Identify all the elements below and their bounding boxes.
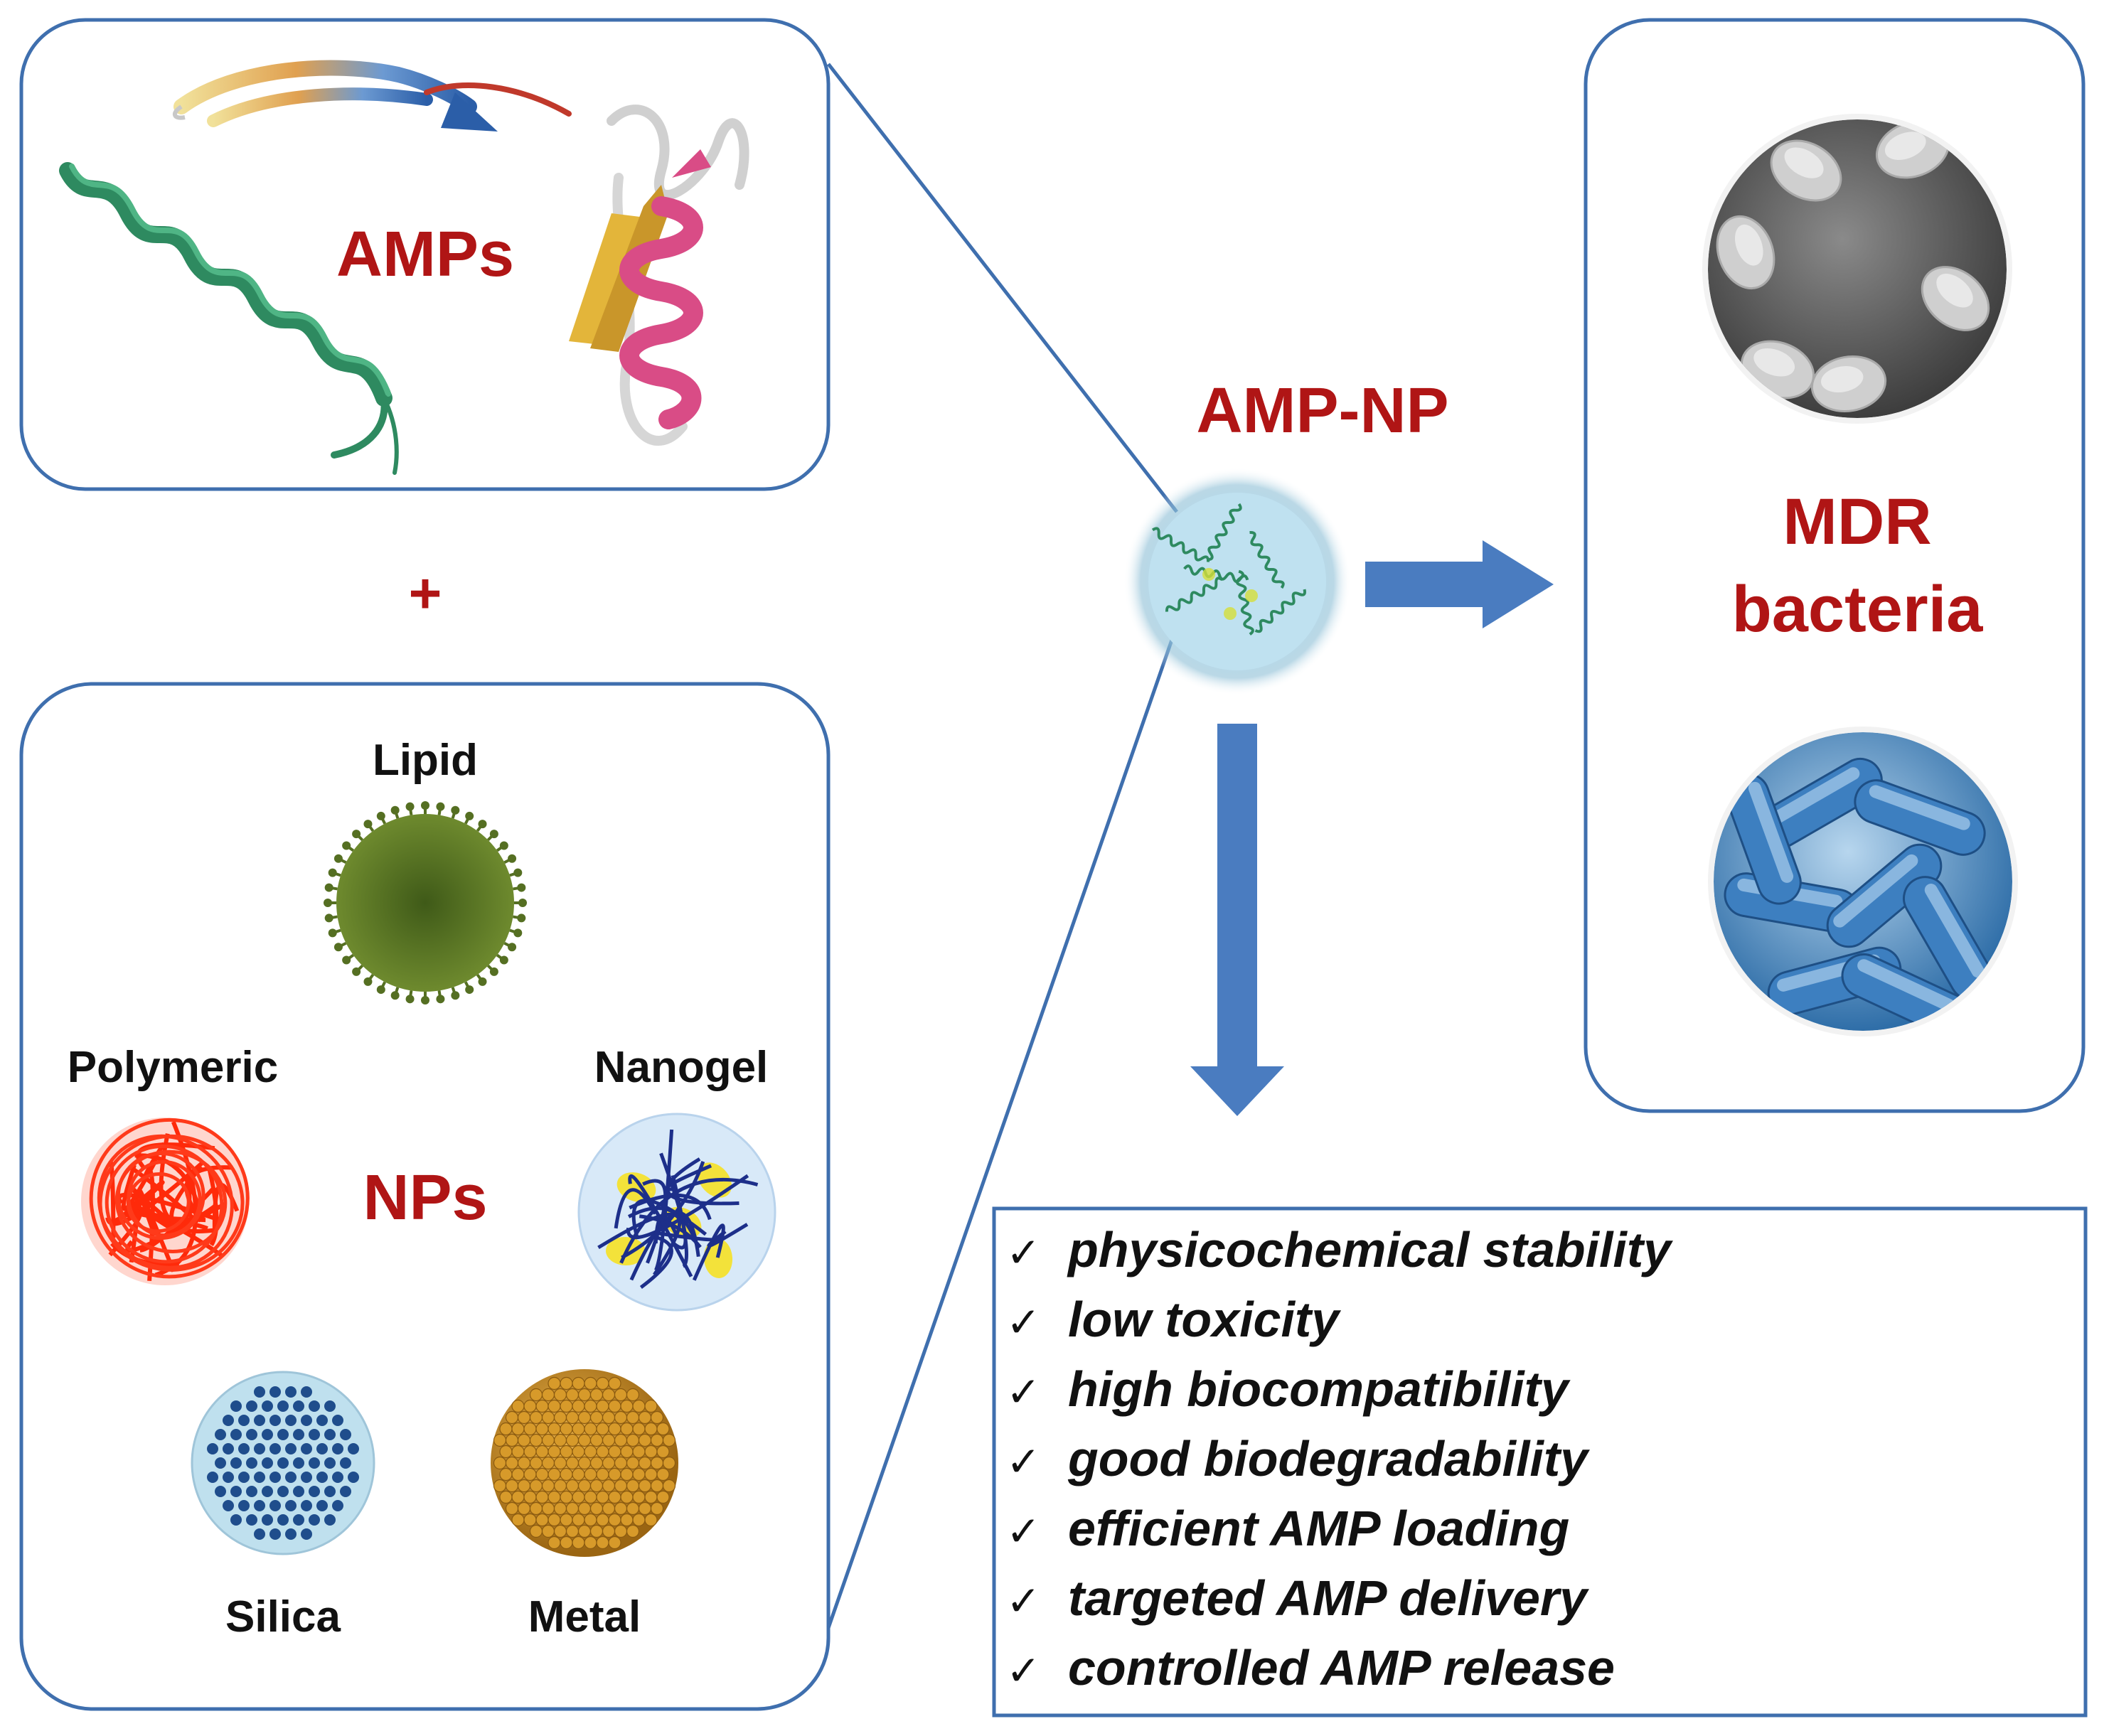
check-icon: ✓ xyxy=(1006,1298,1041,1346)
mdr-label-line2: bacteria xyxy=(1732,573,1984,645)
nanogel-label: Nanogel xyxy=(594,1043,769,1092)
feature-item: ✓ targeted AMP delivery xyxy=(1006,1570,1589,1626)
nps-panel-frame xyxy=(19,682,831,1711)
rod-bacteria-render-icon xyxy=(1708,727,2018,1036)
feature-item: ✓ low toxicity xyxy=(1006,1292,1341,1347)
amp-np-particle-icon xyxy=(1123,468,1351,695)
feature-text: efficient AMP loading xyxy=(1068,1501,1569,1556)
lipid-nanoparticle-icon xyxy=(324,801,527,1004)
check-icon: ✓ xyxy=(1006,1646,1041,1695)
check-icon: ✓ xyxy=(1006,1437,1041,1486)
check-icon: ✓ xyxy=(1006,1507,1041,1555)
alpha-helix-ribbon-icon xyxy=(59,162,399,475)
mdr-label-line1: MDR xyxy=(1783,486,1932,558)
feature-item: ✓ good biodegradability xyxy=(1006,1431,1590,1486)
plus-sign: + xyxy=(409,562,442,625)
bacteria-panel-frame xyxy=(1584,18,2086,1113)
silica-label: Silica xyxy=(225,1592,341,1641)
amp-np-label: AMP-NP xyxy=(1197,375,1449,446)
feature-item: ✓ high biocompatibility xyxy=(1006,1361,1571,1417)
mixed-fold-ribbon-icon xyxy=(569,105,749,446)
nps-label: NPs xyxy=(363,1162,487,1233)
feature-item: ✓ controlled AMP release xyxy=(1006,1640,1615,1695)
lipid-label: Lipid xyxy=(373,736,478,785)
features-panel-frame xyxy=(992,1206,2088,1718)
feature-text: controlled AMP release xyxy=(1068,1640,1615,1695)
metal-label: Metal xyxy=(528,1592,641,1641)
amps-label: AMPs xyxy=(336,219,514,290)
polymeric-label: Polymeric xyxy=(68,1043,278,1092)
polymeric-nanoparticle-icon xyxy=(81,1118,250,1285)
feature-text: good biodegradability xyxy=(1067,1431,1590,1486)
arrow-down-icon xyxy=(1190,724,1284,1116)
feature-text: targeted AMP delivery xyxy=(1068,1570,1589,1626)
silica-nanoparticle-icon xyxy=(191,1371,375,1555)
check-icon: ✓ xyxy=(1006,1368,1041,1416)
amps-panel-frame xyxy=(19,18,831,491)
connector-line-bottom xyxy=(826,625,1179,1629)
check-icon: ✓ xyxy=(1006,1577,1041,1625)
feature-text: low toxicity xyxy=(1068,1292,1341,1347)
features-list: ✓ physicochemical stability ✓ low toxici… xyxy=(1006,1222,1673,1695)
connector-line-top xyxy=(827,63,1178,513)
nanogel-nanoparticle-icon xyxy=(577,1113,776,1312)
feature-item: ✓ physicochemical stability xyxy=(1006,1222,1673,1277)
feature-item: ✓ efficient AMP loading xyxy=(1006,1501,1569,1556)
feature-text: high biocompatibility xyxy=(1068,1361,1571,1417)
sem-bacteria-micrograph-icon xyxy=(1702,114,2012,424)
feature-text: physicochemical stability xyxy=(1067,1222,1673,1277)
metal-nanoparticle-icon xyxy=(491,1369,678,1557)
check-icon: ✓ xyxy=(1006,1228,1041,1277)
beta-hairpin-ribbon-icon xyxy=(173,60,572,132)
arrow-right-icon xyxy=(1365,540,1554,628)
